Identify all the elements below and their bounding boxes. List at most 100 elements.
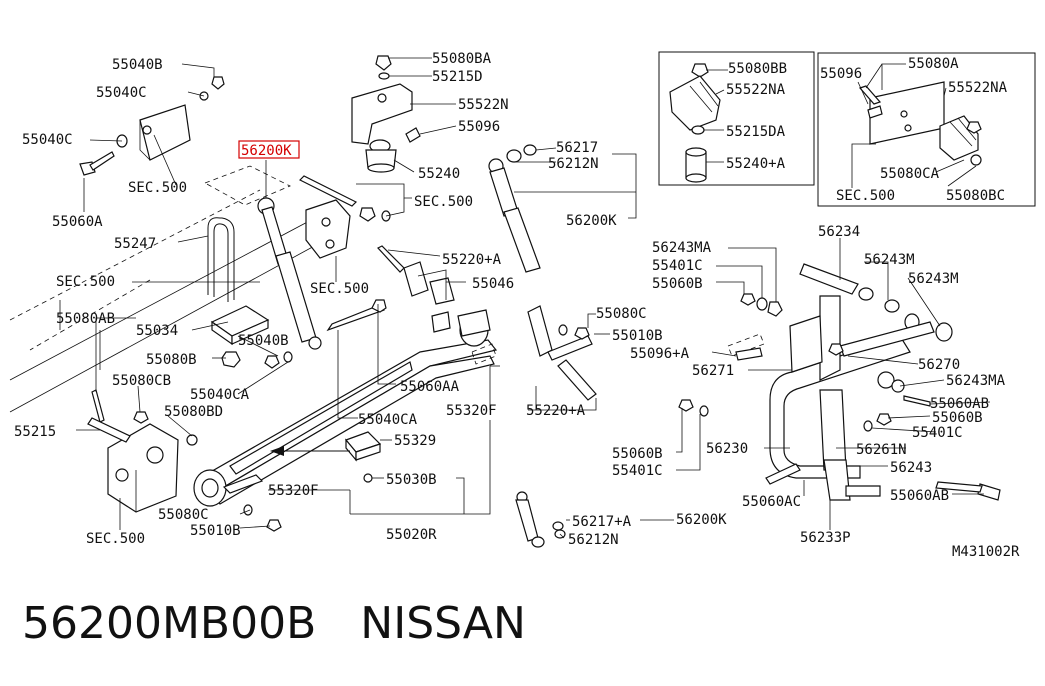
- callout-label: 55060AB: [930, 396, 989, 412]
- callout-label: 55096: [820, 66, 862, 82]
- inset-left-bracket: [669, 63, 721, 183]
- bolt-55060a: [79, 151, 115, 176]
- shock-absorber-left: [257, 197, 322, 350]
- callout-label: 55060B: [652, 276, 703, 292]
- callout-label: 55060AB: [890, 488, 949, 504]
- callout-label: 55220+A: [442, 252, 502, 268]
- brand-name: NISSAN: [360, 598, 526, 649]
- bumper-55329: [344, 431, 382, 483]
- leader-lines: [76, 57, 991, 539]
- callout-label: 55034: [136, 323, 178, 339]
- bolt-55040b: [199, 76, 225, 101]
- callout-label: 55080A: [908, 56, 959, 72]
- callout-label: 55010B: [190, 523, 241, 539]
- nut-55080bd: [186, 434, 198, 446]
- callout-label: 56200K: [676, 512, 727, 528]
- callout-label: 55522NA: [948, 80, 1008, 96]
- callout-label: 55080B: [146, 352, 197, 368]
- callout-label: 55522N: [458, 97, 509, 113]
- callout-label: 56212N: [568, 532, 619, 548]
- callout-label: 55040CA: [358, 412, 418, 428]
- footer-caption: 56200MB00B NISSAN: [22, 598, 570, 649]
- callout-label: 55060AA: [400, 379, 460, 395]
- front-hanger-bracket: [107, 423, 179, 513]
- callout-label: 56217: [556, 140, 598, 156]
- shock-absorber-bottom: [515, 491, 566, 548]
- parts-diagram: 55040B 55040C 55040C 55060A SEC.500 5620…: [9, 51, 1036, 560]
- callout-label: 55080C: [596, 306, 647, 322]
- washer-55080cb: [133, 411, 149, 424]
- callout-label: 55020R: [386, 527, 437, 543]
- callout-label: 56270: [918, 357, 960, 373]
- callout-label: SEC.500: [310, 281, 369, 297]
- highlight-box: [238, 140, 300, 159]
- callout-label: 55215D: [432, 69, 483, 85]
- callout-label: 55320F: [446, 403, 497, 419]
- callout-label: 55040C: [22, 132, 73, 148]
- callout-label: 55329: [394, 433, 436, 449]
- bump-stop-55240: [365, 139, 397, 173]
- callout-label: 55010B: [612, 328, 663, 344]
- part-number: 56200MB00B: [22, 598, 317, 649]
- callout-label: 56271: [692, 363, 734, 379]
- washer-55080c: [558, 324, 590, 340]
- callout-label: SEC.500: [56, 274, 115, 290]
- callout-label: 55240: [418, 166, 460, 182]
- callout-label: 55080CA: [880, 166, 940, 182]
- shock-absorber-right: [488, 144, 541, 273]
- callout-label: 55060A: [52, 214, 103, 230]
- callout-label: 56234: [818, 224, 860, 240]
- callout-label: 55080CB: [112, 373, 171, 389]
- callout-label: 56243MA: [946, 373, 1006, 389]
- callout-label: 55401C: [612, 463, 663, 479]
- callout-label: 55096+A: [630, 346, 690, 362]
- bolt-55215: [87, 417, 131, 443]
- callout-label: 56243M: [864, 252, 915, 268]
- spring-seat-55034: [210, 305, 270, 346]
- callout-label: 56217+A: [572, 514, 632, 530]
- callout-label: 55080AB: [56, 311, 115, 327]
- callout-label: SEC.500: [836, 188, 895, 204]
- shackle: [527, 305, 597, 401]
- callout-label: 56233P: [800, 530, 851, 546]
- callout-label: SEC.500: [414, 194, 473, 210]
- callout-label: 55060AC: [742, 494, 801, 510]
- callout-label: 55046: [472, 276, 514, 292]
- callout-label: 55215: [14, 424, 56, 440]
- callout-label: 55060B: [932, 410, 983, 426]
- callout-label: 55040B: [238, 333, 289, 349]
- callout-label: 55320F: [268, 483, 319, 499]
- callout-label: 56212N: [548, 156, 599, 172]
- callout-label: 55040CA: [190, 387, 250, 403]
- callout-label: 55220+A: [526, 403, 586, 419]
- callout-label: 55096: [458, 119, 500, 135]
- callout-label: 55060B: [612, 446, 663, 462]
- callout-label: 56243: [890, 460, 932, 476]
- nut-55080b: [221, 351, 241, 368]
- callout-label: 55080BD: [164, 404, 223, 420]
- callout-label: SEC.500: [86, 531, 145, 547]
- callout-label: SEC.500: [128, 180, 187, 196]
- callout-label: 55401C: [912, 425, 963, 441]
- callout-label: 55040C: [96, 85, 147, 101]
- callout-label: 56243M: [908, 271, 959, 287]
- drawing-reference: M431002R: [952, 544, 1020, 560]
- callout-label: 55080BA: [432, 51, 492, 67]
- callout-label: 55522NA: [726, 82, 786, 98]
- bracket-sec500-mid: [305, 199, 351, 259]
- callout-label: 56230: [706, 441, 748, 457]
- callout-label: 55247: [114, 236, 156, 252]
- nut-55040b-2: [264, 351, 293, 369]
- callout-labels: 55040B 55040C 55040C 55060A SEC.500 5620…: [14, 51, 1020, 560]
- callout-label: 56200K: [566, 213, 617, 229]
- callout-label: 55401C: [652, 258, 703, 274]
- inset-right-bracket: [858, 81, 982, 166]
- frame-bracket: [139, 104, 191, 161]
- callout-label: 55080BB: [728, 61, 787, 77]
- u-bolt-55247: [207, 217, 235, 302]
- callout-label: 56261N: [856, 442, 907, 458]
- callout-label: 55240+A: [726, 156, 786, 172]
- callout-label: 55040B: [112, 57, 163, 73]
- callout-label: 55030B: [386, 472, 437, 488]
- callout-label: 55080BC: [946, 188, 1005, 204]
